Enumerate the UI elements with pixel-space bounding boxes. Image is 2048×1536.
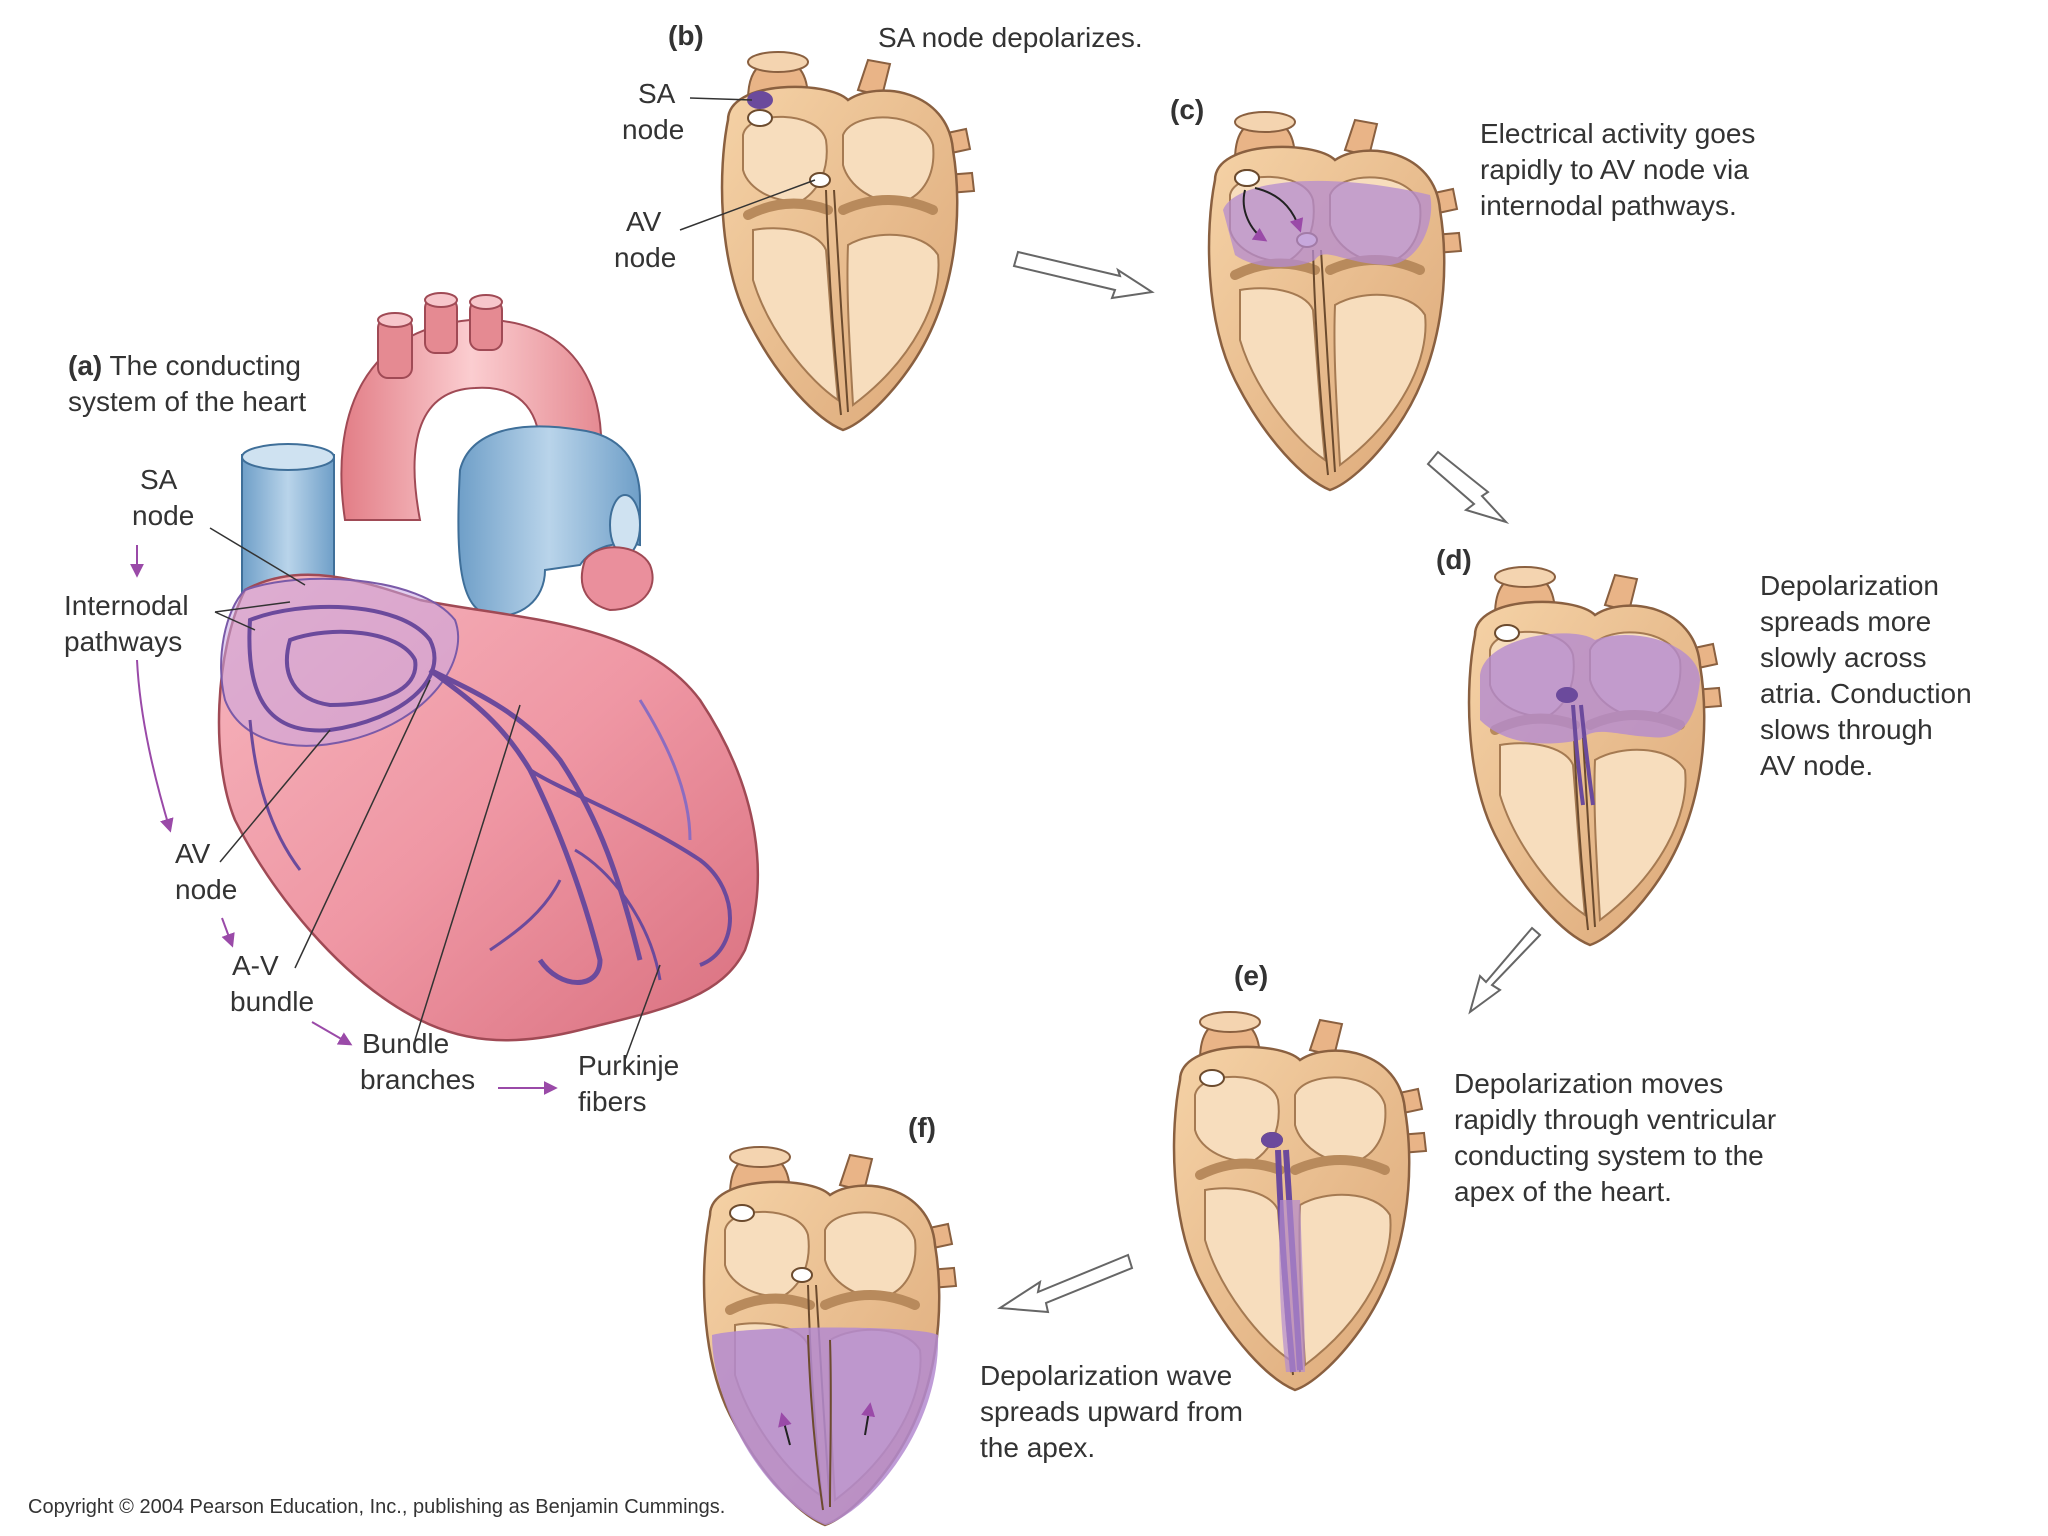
arrow-e-to-f — [997, 1253, 1134, 1314]
panel-a-title: (a) The conducting — [68, 348, 301, 384]
panel-b-av-line1: AV — [626, 206, 662, 237]
label-bundle-branches-line1: Bundle — [362, 1028, 450, 1059]
panel-b-heart — [722, 52, 974, 430]
label-internodal-line1: Internodal — [64, 590, 189, 621]
panel-d-line1: Depolarization — [1760, 570, 1939, 601]
panel-a-title-line1: The conducting — [109, 350, 301, 381]
panel-f-heart — [704, 1147, 956, 1525]
label-internodal-line2: pathways — [64, 626, 183, 657]
label-sa-node-line1: SA — [140, 464, 178, 495]
panel-b-sa-line1: SA — [638, 78, 676, 109]
panel-e-line4: apex of the heart. — [1454, 1176, 1672, 1207]
panel-b-leader-lines — [679, 97, 816, 231]
panel-c-line3: internodal pathways. — [1480, 190, 1737, 221]
label-bundle-branches-line2: branches — [360, 1064, 476, 1095]
panel-e-line3: conducting system to the — [1454, 1140, 1764, 1171]
arrow-d-to-e — [1468, 926, 1542, 1015]
panel-d-heart — [1469, 567, 1721, 945]
arrow-b-to-c — [1012, 250, 1155, 300]
panel-d-line5: slows through — [1760, 714, 1933, 745]
panel-e-heart — [1174, 1012, 1426, 1390]
arrow-c-to-d — [1426, 450, 1510, 525]
panel-e-line1: Depolarization moves — [1454, 1068, 1724, 1099]
panel-a-leader-lines — [209, 527, 661, 1061]
copyright-notice: Copyright © 2004 Pearson Education, Inc.… — [28, 1496, 726, 1518]
panel-b-caption: SA node depolarizes. — [878, 22, 1143, 53]
label-sa-node-line2: node — [132, 500, 195, 531]
label-av-node-line2: node — [175, 874, 238, 905]
panel-f-line3: the apex. — [980, 1432, 1096, 1463]
panel-c-line2: rapidly to AV node via — [1480, 154, 1749, 185]
panel-f-line2: spreads upward from — [980, 1396, 1244, 1427]
panel-a-title-line2: system of the heart — [68, 386, 307, 417]
panel-b-tag: (b) — [668, 20, 704, 51]
panel-c-tag: (c) — [1170, 94, 1205, 125]
panel-a-sequence-arrows — [130, 545, 558, 1095]
panel-d-tag: (d) — [1436, 544, 1472, 575]
panel-b-sa-line2: node — [622, 114, 685, 145]
label-purkinje-line2: fibers — [578, 1086, 647, 1117]
label-av-node-line1: AV — [175, 838, 211, 869]
panel-a-tag: (a) — [68, 350, 103, 381]
panel-d-line6: AV node. — [1760, 750, 1874, 781]
panel-d-line4: atria. Conduction — [1760, 678, 1972, 709]
label-av-bundle-line1: A-V — [232, 950, 279, 981]
label-av-bundle-line2: bundle — [230, 986, 315, 1017]
panel-d-line3: slowly across — [1760, 642, 1927, 673]
panel-b-av-line2: node — [614, 242, 677, 273]
panel-e-tag: (e) — [1234, 960, 1269, 991]
panel-c-line1: Electrical activity goes — [1480, 118, 1756, 149]
panel-d-line2: spreads more — [1760, 606, 1932, 637]
panel-e-line2: rapidly through ventricular — [1454, 1104, 1777, 1135]
panel-f-line1: Depolarization wave — [980, 1360, 1233, 1391]
panel-f-tag: (f) — [908, 1112, 936, 1143]
label-purkinje-line1: Purkinje — [578, 1050, 680, 1081]
flow-arrows — [997, 250, 1542, 1314]
panel-c-heart — [1209, 112, 1461, 490]
